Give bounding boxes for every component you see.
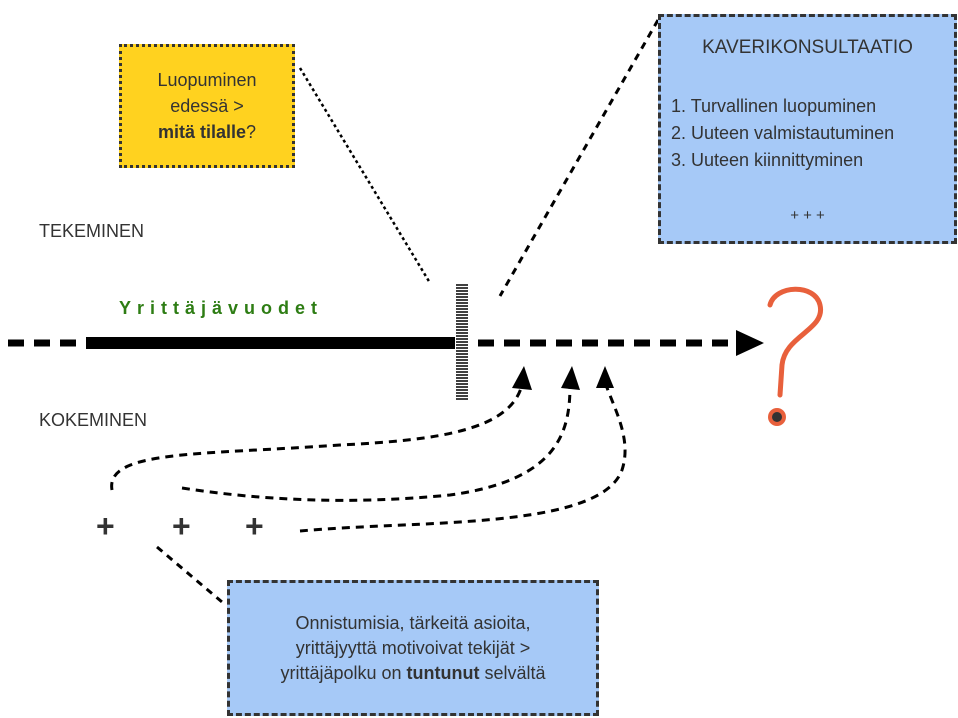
- yellow-note-bold: mitä tilalle: [157, 122, 246, 142]
- question-mark-dot-core: [772, 412, 782, 422]
- consultation-item: 1. Turvallinen luopuminen: [671, 96, 877, 116]
- experience-line1: Onnistumisia, tärkeitä asioita,: [295, 612, 531, 633]
- plus-sign-2: +: [172, 508, 191, 544]
- experience-box-connector: [156, 545, 223, 604]
- consultation-box: KAVERIKONSULTAATIO 1. Turvallinen luopum…: [658, 14, 957, 244]
- yellow-note-line1: Luopuminen: [157, 70, 257, 90]
- curve-arrowhead-1: [512, 366, 532, 390]
- consultation-item: 3. Uuteen kiinnittyminen: [671, 150, 864, 170]
- label-kokeminen: KOKEMINEN: [39, 410, 148, 430]
- plus-sign-1: +: [96, 508, 115, 544]
- experience-bold: tuntunut: [406, 662, 480, 683]
- curve-arrowhead-2: [561, 366, 580, 390]
- consultation-item: 2. Uuteen valmistautuminen: [671, 123, 895, 143]
- curve-arrow-2: [181, 384, 572, 502]
- experience-line3-start: yrittäjäpolku on: [280, 662, 407, 683]
- experience-line3-end: selvältä: [479, 662, 546, 683]
- present-marker: [455, 283, 469, 403]
- yellow-box-connector: [298, 67, 432, 284]
- timeline-arrowhead: [736, 330, 764, 356]
- experience-box: Onnistumisia, tärkeitä asioita, yrittäjy…: [227, 580, 599, 716]
- yellow-note-line2: edessä >: [170, 96, 244, 116]
- experience-line3: yrittäjäpolku on tuntunut selvältä: [280, 661, 545, 686]
- experience-line2: yrittäjyyttä motivoivat tekijät >: [295, 637, 531, 658]
- curve-arrow-1: [110, 384, 524, 491]
- consultation-list: 1. Turvallinen luopuminen 2. Uuteen valm…: [671, 93, 894, 174]
- yellow-note-box: Luopuminen edessä > mitä tilalle?: [119, 44, 295, 168]
- question-mark-curve: [767, 286, 823, 398]
- consultation-plus: + + +: [790, 207, 825, 224]
- curve-arrowhead-3: [596, 366, 614, 388]
- plus-sign-3: +: [245, 508, 264, 544]
- label-tekeminen: TEKEMINEN: [39, 221, 145, 241]
- label-yrittajavuodet: Yrittäjävuodet: [119, 298, 324, 318]
- yellow-note-qmark: ?: [246, 122, 257, 142]
- consult-box-connector: [498, 19, 660, 297]
- yellow-note-line3: mitä tilalle?: [158, 119, 256, 145]
- curve-arrow-3: [299, 384, 627, 533]
- consultation-title: KAVERIKONSULTAATIO: [702, 37, 913, 58]
